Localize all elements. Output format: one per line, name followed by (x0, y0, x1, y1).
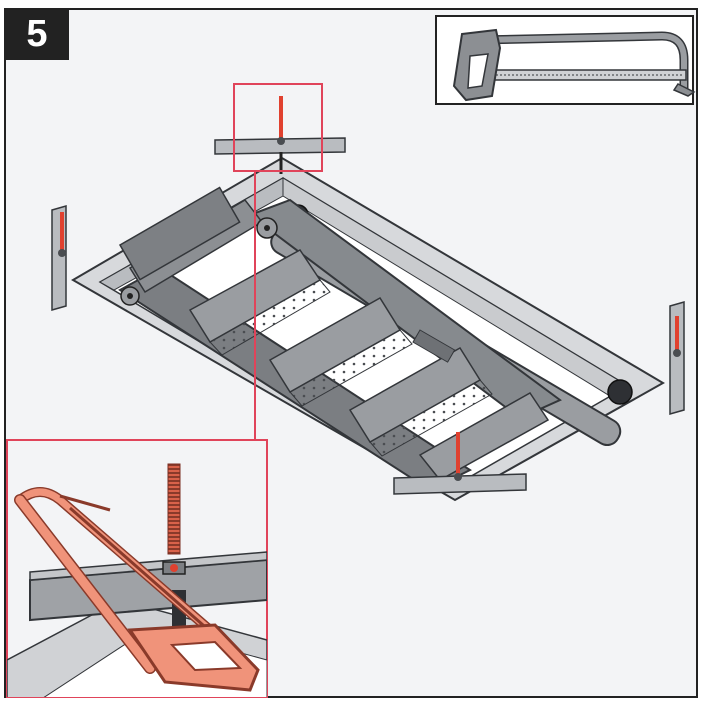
temporary-support-bars (51, 96, 685, 495)
detail-inset (6, 439, 268, 698)
tool-inset (435, 15, 696, 105)
hacksaw-icon (14, 487, 260, 692)
folding-ladder (118, 186, 633, 492)
step-number-badge: 5 (5, 9, 69, 60)
hacksaw-tool-icon (452, 28, 696, 102)
hinge-brackets (118, 186, 456, 363)
detail-callout (233, 83, 323, 440)
